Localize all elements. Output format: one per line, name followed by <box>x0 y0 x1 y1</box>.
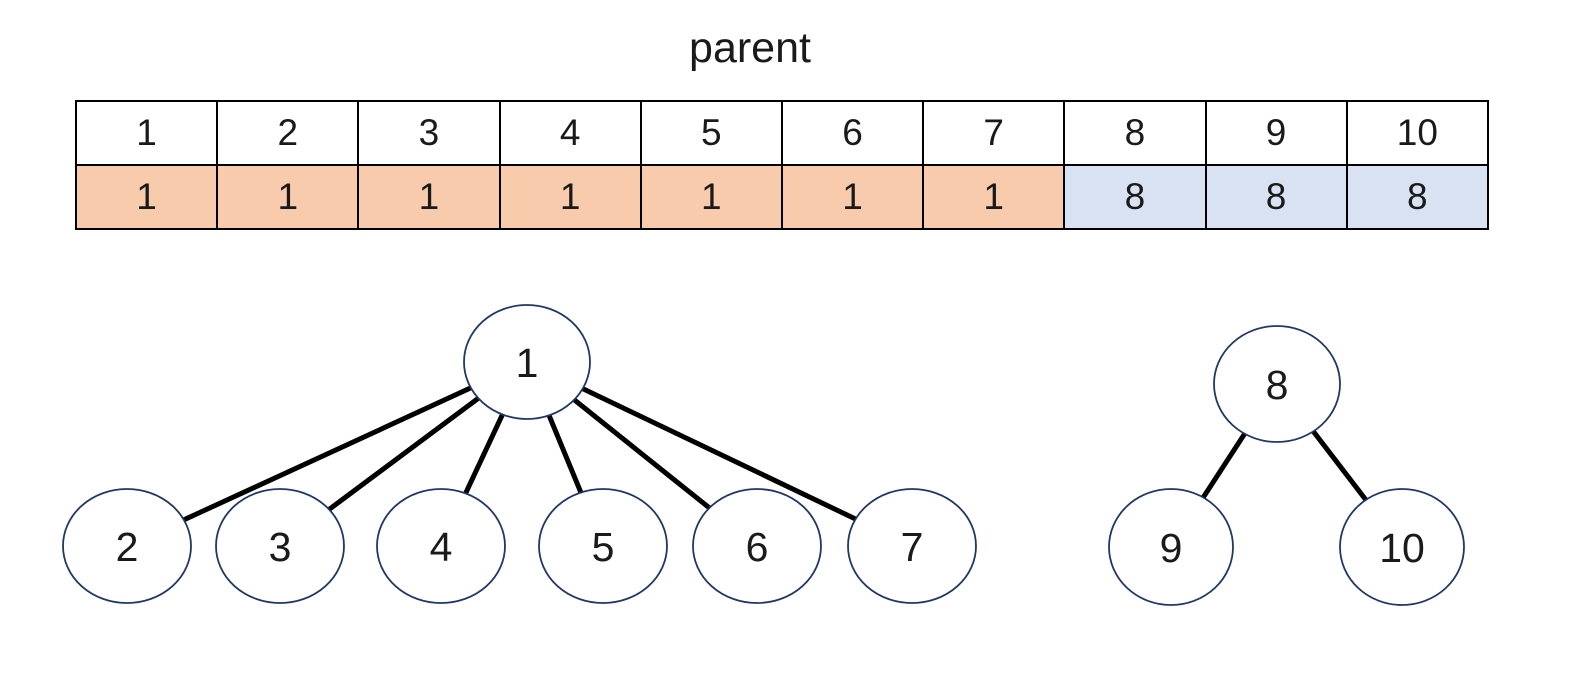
parent-cell: 8 <box>1345 164 1490 230</box>
parent-cell: 1 <box>357 164 501 230</box>
tree-node-2: 2 <box>62 488 192 604</box>
parent-array-table: 1 2 3 4 5 6 7 8 9 10 1 1 1 1 1 1 1 8 8 8 <box>74 100 1490 230</box>
node-label: 7 <box>901 524 924 570</box>
index-cell: 1 <box>74 100 219 166</box>
tree-node-8: 8 <box>1213 325 1341 443</box>
index-cell: 6 <box>780 100 925 166</box>
tree-node-6: 6 <box>692 488 822 604</box>
diagram-title: parent <box>689 24 811 72</box>
node-circle <box>215 488 345 604</box>
node-label: 3 <box>269 524 292 570</box>
node-circle <box>692 488 822 604</box>
parent-cell: 1 <box>216 164 360 230</box>
node-label: 9 <box>1160 525 1183 571</box>
node-label: 5 <box>592 524 615 570</box>
tree-edge-1-7 <box>525 359 914 549</box>
parent-cell: 1 <box>922 164 1066 230</box>
node-label: 10 <box>1379 525 1425 571</box>
tree-node-7: 7 <box>847 488 977 604</box>
node-circle <box>1339 488 1465 606</box>
node-circle <box>1108 488 1234 606</box>
parent-cell: 1 <box>780 164 925 230</box>
index-cell: 10 <box>1345 100 1490 166</box>
parent-cell: 8 <box>1063 164 1207 230</box>
index-cell: 2 <box>216 100 360 166</box>
node-label: 8 <box>1266 362 1289 408</box>
parent-cell: 1 <box>74 164 219 230</box>
node-circle <box>463 304 591 420</box>
tree-node-5: 5 <box>538 488 668 604</box>
parent-cell: 1 <box>498 164 642 230</box>
node-circle <box>376 488 506 604</box>
parent-cell: 1 <box>639 164 783 230</box>
node-circle <box>1213 325 1341 443</box>
index-row: 1 2 3 4 5 6 7 8 9 10 <box>74 100 1490 166</box>
index-cell: 8 <box>1063 100 1207 166</box>
node-circle <box>847 488 977 604</box>
node-circle <box>62 488 192 604</box>
node-label: 1 <box>516 340 539 386</box>
node-label: 2 <box>116 524 139 570</box>
parent-value-row: 1 1 1 1 1 1 1 8 8 8 <box>74 164 1490 230</box>
node-label: 6 <box>746 524 769 570</box>
index-cell: 3 <box>357 100 501 166</box>
tree-node-3: 3 <box>215 488 345 604</box>
tree-edge-1-2 <box>125 359 529 549</box>
index-cell: 4 <box>498 100 642 166</box>
node-circle <box>538 488 668 604</box>
tree-node-9: 9 <box>1108 488 1234 606</box>
tree-node-4: 4 <box>376 488 506 604</box>
index-cell: 9 <box>1204 100 1348 166</box>
node-label: 4 <box>430 524 453 570</box>
parent-cell: 8 <box>1204 164 1348 230</box>
tree-node-10: 10 <box>1339 488 1465 606</box>
tree-node-1: 1 <box>463 304 591 420</box>
index-cell: 7 <box>922 100 1066 166</box>
index-cell: 5 <box>639 100 783 166</box>
